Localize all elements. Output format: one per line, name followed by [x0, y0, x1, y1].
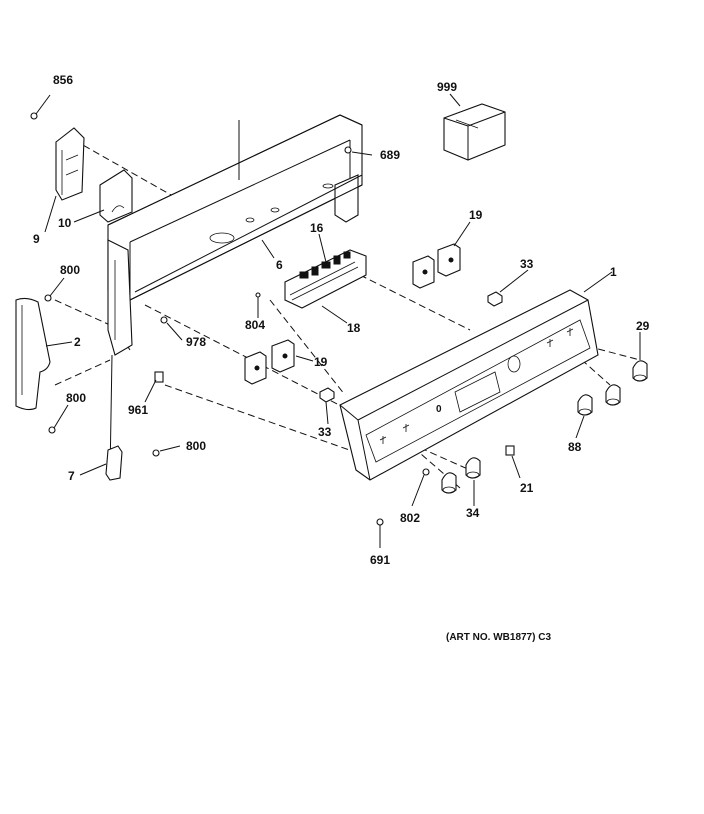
callout-6: 6	[276, 258, 283, 272]
small-switch-upper	[487, 291, 503, 307]
callout-689: 689	[380, 148, 400, 162]
clip-part	[99, 169, 133, 223]
callout-29: 29	[636, 319, 650, 333]
callout-10: 10	[58, 216, 72, 230]
control-panel: 0	[339, 289, 599, 481]
callout-800-lower: 800	[186, 439, 206, 453]
callout-856: 856	[53, 73, 73, 87]
callout-800-middle: 800	[66, 391, 86, 405]
clip-961	[144, 371, 164, 403]
box-part	[443, 103, 506, 161]
screw-691	[376, 518, 384, 548]
callout-691: 691	[370, 553, 390, 567]
callout-33-lower: 33	[318, 425, 332, 439]
callout-88: 88	[568, 440, 582, 454]
callout-1: 1	[610, 265, 617, 279]
callout-804: 804	[245, 318, 265, 332]
knob-88	[577, 394, 593, 416]
callout-18: 18	[347, 321, 361, 335]
screw-802	[411, 468, 430, 507]
screw-856	[30, 94, 51, 120]
switch-group-upper	[412, 243, 461, 289]
leader-lines	[44, 93, 641, 506]
side-trim	[15, 297, 51, 411]
screw-689	[344, 146, 373, 156]
knob-29b	[605, 384, 621, 406]
callout-16: 16	[310, 221, 324, 235]
part-21	[505, 445, 521, 479]
screw-800b	[48, 404, 69, 434]
small-switch-lower	[319, 387, 335, 403]
callout-9: 9	[33, 232, 40, 246]
callout-800-upper: 800	[60, 263, 80, 277]
callout-19-lower: 19	[314, 355, 328, 369]
callout-34: 34	[466, 506, 480, 520]
screw-804	[255, 292, 261, 318]
knobs	[441, 360, 648, 494]
callout-21: 21	[520, 481, 534, 495]
callout-961: 961	[128, 403, 148, 417]
switch-group-lower	[244, 339, 295, 385]
knob-34b	[441, 472, 457, 494]
art-number: (ART NO. WB1877) C3	[446, 632, 551, 643]
callout-2: 2	[74, 335, 81, 349]
end-cap-bracket	[55, 127, 85, 201]
callout-labels: 856 9 10 999 689 6 16 19 33 1 800 2 978 …	[33, 73, 650, 567]
lower-bracket	[105, 445, 123, 481]
knob-34a	[465, 457, 481, 479]
knob-29	[632, 360, 648, 382]
callout-978: 978	[186, 335, 206, 349]
callout-999: 999	[437, 80, 457, 94]
callout-33-upper: 33	[520, 257, 534, 271]
control-board	[284, 249, 367, 309]
svg-text:0: 0	[436, 404, 442, 415]
callout-7: 7	[68, 469, 75, 483]
screw-800a	[44, 277, 65, 302]
screw-978	[160, 316, 183, 341]
fasteners	[30, 94, 521, 548]
callout-802: 802	[400, 511, 420, 525]
callout-19-upper: 19	[469, 208, 483, 222]
backsplash-frame	[107, 114, 363, 476]
screw-800c	[152, 445, 181, 457]
